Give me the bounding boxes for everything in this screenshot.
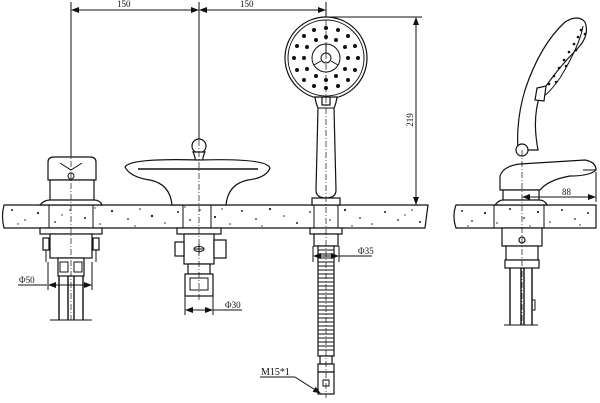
handshower-front-view: 219 Φ35 M15*1 — [260, 16, 422, 398]
dim-hose-thread: M15*1 — [261, 367, 290, 378]
dim-spout-diameter: Φ30 — [225, 300, 241, 310]
dim-spacing-left: 150 — [117, 0, 131, 9]
side-view: 88 — [493, 17, 597, 326]
countertop-section-left — [1, 204, 429, 229]
dim-spacing-right: 150 — [240, 0, 254, 9]
dim-handshower-base-diameter: Φ35 — [358, 246, 374, 256]
spray-nozzles — [292, 26, 360, 90]
dim-handshower-height: 219 — [405, 113, 415, 127]
dim-handle-reach: 88 — [562, 187, 572, 197]
valve-front-view: Φ50 — [18, 150, 103, 321]
countertop-section-right — [453, 204, 597, 229]
spout-front-view: Φ30 — [124, 138, 271, 315]
dim-valve-diameter: Φ50 — [19, 275, 35, 285]
